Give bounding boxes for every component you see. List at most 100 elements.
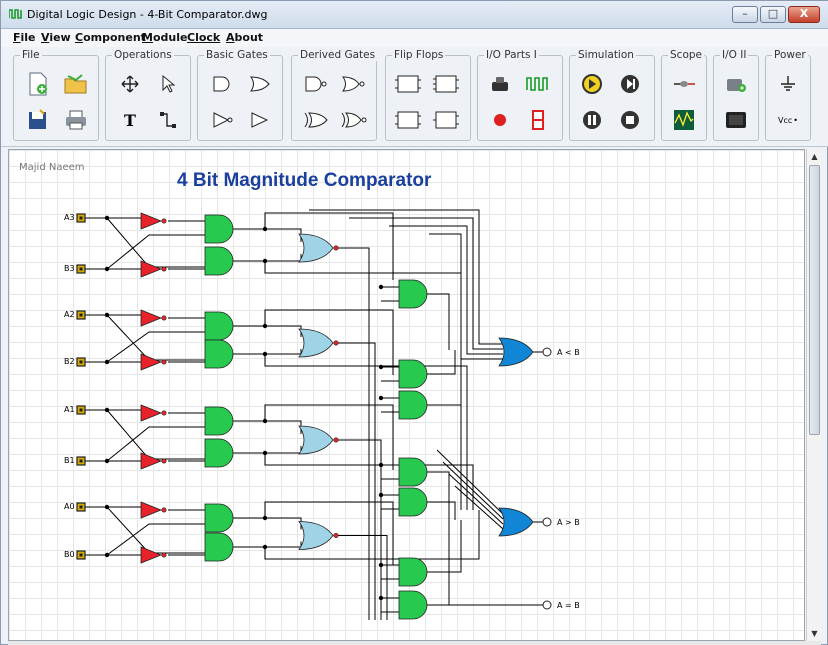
menu-component[interactable]: Component [75,31,146,44]
or-gate-icon[interactable] [246,70,274,98]
input-pin-core [79,505,83,509]
toolbar-group-power: Power Vcc• [765,49,811,141]
menu-file[interactable]: File [13,31,36,44]
scroll-down-icon[interactable]: ▼ [811,629,818,638]
save-icon[interactable] [24,106,52,134]
move-icon[interactable] [116,70,144,98]
wire-tool-icon[interactable] [154,106,182,134]
nor-gate-icon[interactable] [340,70,368,98]
step-icon[interactable] [616,70,644,98]
oscilloscope-icon[interactable] [670,106,698,134]
io-device-icon[interactable] [722,70,750,98]
vertical-scrollbar[interactable]: ▲ ▼ [806,149,821,641]
or-gate [298,425,334,455]
menu-view[interactable]: View [41,31,71,44]
input-label: B1 [64,456,75,465]
or-gate [298,521,334,550]
wire [338,342,376,620]
input-label: A3 [64,213,75,222]
window-title: Digital Logic Design - 4-Bit Comparator.… [27,8,268,21]
xor-gate-icon[interactable] [302,106,330,134]
push-button-icon[interactable] [486,70,514,98]
toolbar-group-file: File [13,49,99,141]
diagram-title: 4 Bit Magnitude Comparator [177,170,432,191]
wire [309,209,503,345]
group-title: I/O II [720,49,749,61]
junction-dot [378,462,384,468]
stop-icon[interactable] [616,106,644,134]
jk-flipflop-icon[interactable] [432,70,460,98]
schematic-canvas[interactable]: Majid Naeem 4 Bit Magnitude Comparator A… [8,149,805,641]
junction-dot [104,458,110,464]
scroll-up-icon[interactable]: ▲ [811,152,818,161]
minimize-button[interactable]: – [732,6,758,23]
ground-icon[interactable] [774,70,802,98]
and-gate [204,438,234,468]
wire [427,520,462,573]
nor-gate-bubble [333,437,339,443]
wire [264,309,394,375]
wire [427,471,450,520]
and-gate [204,339,234,369]
led-icon[interactable] [486,106,514,134]
wire [338,247,370,620]
toolbar-group-scope: Scope [661,49,707,141]
xnor-gate-icon[interactable] [340,106,368,134]
scroll-thumb[interactable] [809,165,820,435]
input-pin-core [79,459,83,463]
toolbar-group-basic-gates: Basic Gates [197,49,283,141]
wire [427,293,450,350]
input-pin-core [79,216,83,220]
clock-signal-icon[interactable] [524,70,552,98]
text-tool-icon[interactable]: T [124,110,136,130]
menu-clock[interactable]: Clock [187,31,221,44]
nand-gate-icon[interactable] [302,70,330,98]
new-file-icon[interactable] [24,70,52,98]
and-gate-icon[interactable] [208,70,236,98]
horizontal-scrollbar[interactable] [8,641,821,645]
input-label: A1 [64,405,75,414]
author-label: Majid Naeem [19,162,85,173]
app-logo-icon [9,9,22,19]
print-icon[interactable] [62,106,90,134]
menu-module[interactable]: Module [142,31,188,44]
or-gate [498,337,534,367]
wire [349,217,503,350]
maximize-button[interactable]: □ [760,6,786,23]
select-pointer-icon[interactable] [154,70,182,98]
and-gate [204,532,234,562]
play-icon[interactable] [578,70,606,98]
menu-bar: File View Component Module Clock About [1,29,828,47]
close-button[interactable]: X [788,6,820,23]
toolbar-group-operations: Operations T [105,49,191,141]
wire [454,485,504,530]
wire [106,331,205,363]
wire [233,228,302,242]
wire [338,535,388,620]
open-folder-icon[interactable] [62,70,90,98]
display-terminal-icon[interactable] [722,106,750,134]
wire [106,409,205,460]
junction-dot [378,284,384,290]
wire [106,234,205,270]
wire [429,233,503,360]
probe-icon[interactable] [670,70,698,98]
sr-flipflop-icon[interactable] [394,106,422,134]
not-gate-icon[interactable] [246,106,274,134]
t-flipflop-icon[interactable] [432,106,460,134]
seven-segment-icon[interactable] [524,106,552,134]
wire [427,501,456,520]
and-gate [204,406,234,436]
vcc-icon[interactable]: Vcc• [778,115,798,125]
junction-dot [104,504,110,510]
menu-about[interactable]: About [226,31,264,44]
junction-dot [262,515,268,521]
d-flipflop-icon[interactable] [394,70,422,98]
junction-dot [378,492,384,498]
and-gate [398,390,428,420]
and-gate [398,487,428,517]
buffer-gate-icon[interactable] [208,106,236,134]
output-pin [542,347,552,357]
pause-icon[interactable] [578,106,606,134]
